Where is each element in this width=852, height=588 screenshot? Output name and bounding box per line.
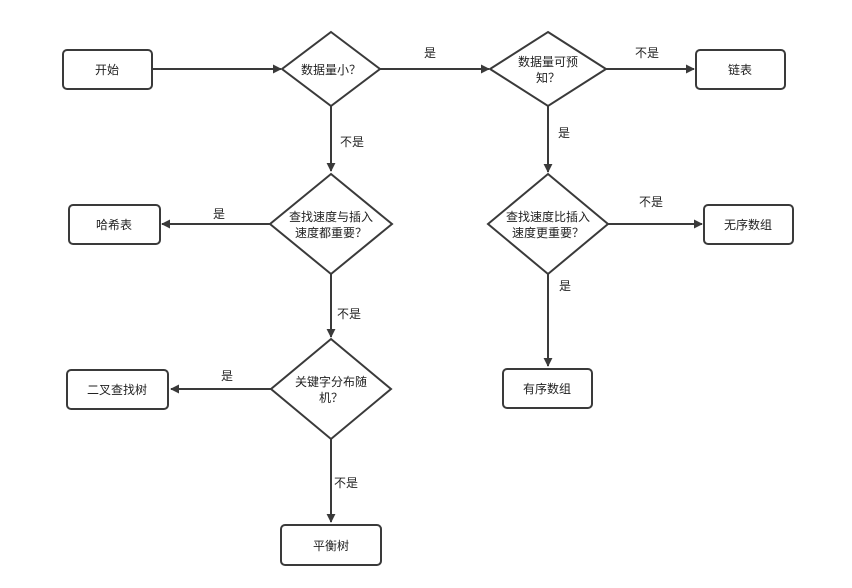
node-balanced-tree: 平衡树 bbox=[280, 524, 382, 566]
decision-small-data: 数据量小？ bbox=[280, 30, 382, 108]
node-unordered-array: 无序数组 bbox=[703, 204, 794, 245]
node-linked-list: 链表 bbox=[695, 49, 786, 90]
edge-label-rand-no: 不是 bbox=[334, 476, 358, 490]
node-start: 开始 bbox=[62, 49, 153, 90]
decision-predictable-line1: 数据量可预 bbox=[518, 54, 578, 69]
edge-label-pred-yes: 是 bbox=[558, 126, 570, 140]
decision-speed-equal: 查找速度与插入 速度都重要？ bbox=[268, 172, 394, 276]
node-ordered-array-label: 有序数组 bbox=[523, 381, 571, 396]
edge-label-pred-no: 不是 bbox=[635, 46, 659, 60]
edge-label-small-no: 不是 bbox=[340, 135, 364, 149]
decision-speed-equal-line2: 速度都重要？ bbox=[295, 225, 367, 240]
node-linked-list-label: 链表 bbox=[728, 62, 752, 77]
decision-speed-equal-line1: 查找速度与插入 bbox=[289, 209, 373, 224]
edge-label-small-yes: 是 bbox=[424, 46, 436, 60]
edge-label-spsr-no: 不是 bbox=[639, 195, 663, 209]
decision-key-random: 关键字分布随 机？ bbox=[269, 337, 393, 441]
decision-speed-search: 查找速度比插入 速度更重要？ bbox=[486, 172, 610, 276]
decision-speed-search-line1: 查找速度比插入 bbox=[506, 209, 590, 224]
node-ordered-array: 有序数组 bbox=[502, 368, 593, 409]
node-hash-table: 哈希表 bbox=[68, 204, 161, 245]
node-bst: 二叉查找树 bbox=[66, 369, 169, 410]
edge-label-rand-yes: 是 bbox=[221, 369, 233, 383]
edge-label-speq-yes: 是 bbox=[213, 207, 225, 221]
node-start-label: 开始 bbox=[95, 63, 119, 77]
node-balanced-tree-label: 平衡树 bbox=[313, 538, 349, 553]
edge-label-speq-no: 不是 bbox=[337, 307, 361, 321]
decision-small-data-line1: 数据量小？ bbox=[301, 62, 361, 77]
decision-key-random-line2: 机？ bbox=[319, 391, 343, 405]
decision-predictable: 数据量可预 知？ bbox=[488, 30, 608, 108]
node-unordered-array-label: 无序数组 bbox=[724, 217, 772, 232]
node-hash-table-label: 哈希表 bbox=[96, 217, 132, 232]
decision-speed-search-line2: 速度更重要？ bbox=[512, 225, 584, 240]
node-bst-label: 二叉查找树 bbox=[87, 382, 147, 397]
edge-label-spsr-yes: 是 bbox=[559, 279, 571, 293]
decision-key-random-line1: 关键字分布随 bbox=[295, 374, 367, 389]
decision-predictable-line2: 知？ bbox=[536, 71, 560, 85]
